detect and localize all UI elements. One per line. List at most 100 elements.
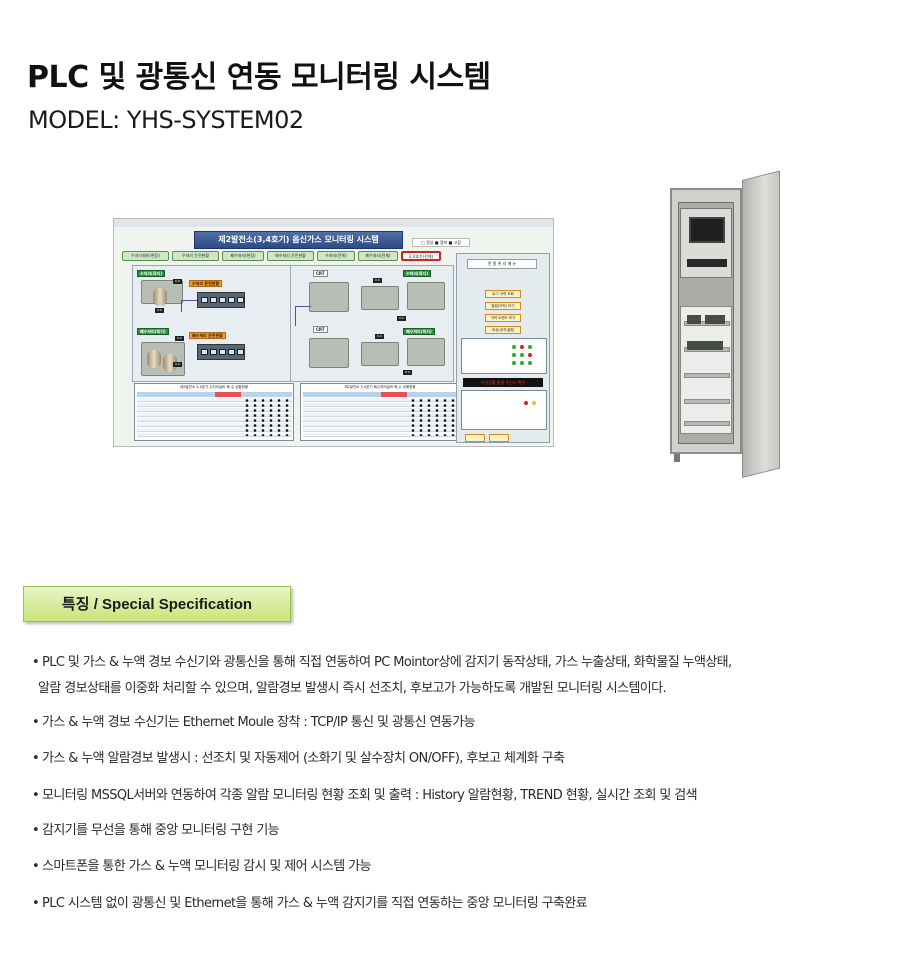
sensor-label: 0.0 [373, 278, 382, 283]
plc-module [687, 341, 723, 350]
spec-item: •PLC 및 가스 & 누액 경보 수신기와 광통신을 통해 직접 연동하여 P… [32, 652, 732, 674]
side-menu: 전 원 관 리 메 뉴 로그 이력 조회 알람(이력) 보기 이력 트렌드 보기… [456, 253, 550, 443]
din-rail [684, 421, 730, 426]
spec-item-text: 알람 경보상태를 이중화 처리할 수 있으며, 알람경보 발생시 즉시 선조치,… [38, 681, 667, 696]
spec-item-continuation: 알람 경보상태를 이중화 처리할 수 있으며, 알람경보 발생시 즉시 선조치,… [38, 678, 667, 700]
water-status-table: 제2발전소 3,4호기 수처리설비 육,수 상황현황 [134, 383, 294, 441]
sensor-label: 0.0 [173, 362, 182, 367]
status-led [520, 361, 524, 365]
equipment [361, 342, 399, 366]
spec-item: •스마트폰을 통한 가스 & 누액 모니터링 감시 및 제어 시스템 가능 [32, 856, 371, 878]
status-legend: □ 정상 ■ 경보 ■ 고장 [412, 238, 470, 247]
cabinet-door [742, 170, 780, 478]
server-cabinet-image [664, 170, 781, 480]
status-summary-box [461, 338, 547, 374]
tab-waste-field[interactable]: 폐수처리(현장) [222, 251, 264, 261]
alarm-history-button[interactable]: 알람(이력) 보기 [485, 302, 521, 310]
table-row [137, 403, 292, 407]
table-header-alarm [215, 392, 241, 397]
bullet-icon: • [32, 823, 40, 838]
table-row [303, 413, 458, 417]
diagram-tag: 폐수처리(육지) [403, 328, 435, 335]
status-led [532, 401, 536, 405]
tab-waste-all[interactable]: 폐수처리(전체) [358, 251, 398, 261]
monitoring-screenshot: 제2발전소(3,4호기) 옵신가스 모니터링 시스템 □ 정상 ■ 경보 ■ 고… [113, 218, 554, 447]
gas-detector-display [197, 292, 245, 308]
tab-water-all[interactable]: 수처리(전체) [317, 251, 355, 261]
equipment [407, 338, 445, 366]
table-row [137, 433, 292, 437]
status-led [520, 345, 524, 349]
table-row [137, 418, 292, 422]
table-header-alarm [381, 392, 407, 397]
plc-module [687, 315, 701, 324]
spec-item-text: 가스 & 누액 알람경보 발생시 : 선조치 및 자동제어 (소화기 및 살수장… [42, 751, 565, 766]
tab-water-field[interactable]: 수처리설비(현장) [122, 251, 169, 261]
table-row [303, 408, 458, 412]
tab-unit-3-4-all[interactable]: 3,4호기(전체) [401, 251, 441, 261]
bullet-icon: • [32, 896, 40, 911]
monitor [689, 217, 725, 243]
sensor-label: 0.0 [397, 316, 406, 321]
diagram-tag: 수처리(육지) [403, 270, 432, 277]
table-row [137, 398, 292, 402]
notice-button[interactable]: 비상(공지)알림 [485, 326, 521, 334]
sensor-label: 0.0 [173, 279, 182, 284]
spec-item: •PLC 시스템 없이 광통신 및 Ethernet을 통해 가스 & 누액 감… [32, 893, 588, 915]
keyboard [687, 259, 727, 267]
table-row [303, 403, 458, 407]
spec-item-text: 모니터링 MSSQL서버와 연동하여 각종 알람 모니터링 현황 조회 및 출력… [42, 788, 698, 803]
bullet-icon: • [32, 859, 40, 874]
status-led [512, 361, 516, 365]
model-number: MODEL: YHS-SYSTEM02 [28, 106, 304, 134]
diagram-tag: 폐수처리(육지) [137, 328, 169, 335]
tank [147, 350, 161, 368]
side-menu-title: 전 원 관 리 메 뉴 [467, 259, 537, 269]
spec-item: •모니터링 MSSQL서버와 연동하여 각종 알람 모니터링 현황 조회 및 출… [32, 785, 698, 807]
control-cabinet [309, 282, 349, 312]
spec-item-text: 감지기를 무선을 통해 중앙 모니터링 구현 기능 [42, 823, 280, 838]
diagram-tag: CRT [313, 326, 328, 333]
plc-panel [680, 306, 732, 434]
sensor-label: 0.0 [403, 370, 412, 375]
cabinet-foot [674, 454, 680, 462]
tab-water-status[interactable]: 수처리 운전현황 [172, 251, 219, 261]
page-title: PLC 및 광통신 연동 모니터링 시스템 [27, 60, 491, 95]
table-row [137, 428, 292, 432]
table-row [137, 423, 292, 427]
status-dots [409, 398, 457, 436]
trend-button[interactable]: 이력 트렌드 보기 [485, 314, 521, 322]
water-treatment-diagram: 수처리(육지) 수처리 운전현황 0.0 0.0 폐수처리 운전현황 폐수처리(… [132, 265, 297, 382]
bullet-icon: • [32, 788, 40, 803]
spec-item-text: PLC 시스템 없이 광통신 및 Ethernet을 통해 가스 & 누액 감지… [42, 896, 588, 911]
sensor-label: 0.0 [155, 308, 164, 313]
diagram-tag: 폐수처리 운전현황 [189, 332, 226, 339]
tank [153, 288, 167, 306]
table-caption: 제2발전소 3,4호기 폐수처리설비 육,수 상황현황 [344, 385, 416, 389]
spec-item-text: 가스 & 누액 경보 수신기는 Ethernet Moule 장착 : TCP/… [42, 715, 476, 730]
reset-button[interactable] [489, 434, 509, 442]
status-led [528, 345, 532, 349]
status-led [512, 353, 516, 357]
sensor-label: 0.0 [175, 336, 184, 341]
sensor-label: 0.0 [375, 334, 384, 339]
equipment [407, 282, 445, 310]
log-history-button[interactable]: 로그 이력 조회 [485, 290, 521, 298]
tank [163, 354, 177, 372]
window-titlebar [114, 219, 553, 227]
gas-detector-display [197, 344, 245, 360]
screen-banner: 제2발전소(3,4호기) 옵신가스 모니터링 시스템 [194, 231, 403, 249]
pipe [181, 300, 197, 312]
equipment [361, 286, 399, 310]
diagram-tag: 수처리 운전현황 [189, 280, 223, 287]
table-row [303, 418, 458, 422]
table-caption: 제2발전소 3,4호기 수처리설비 육,수 상황현황 [179, 385, 249, 389]
alarm-list-box [461, 390, 547, 430]
plc-module [705, 315, 725, 324]
confirm-button[interactable] [465, 434, 485, 442]
table-row [303, 423, 458, 427]
tab-waste-status[interactable]: 폐수처리 운전현황 [267, 251, 314, 261]
table-row [303, 398, 458, 402]
status-dots [243, 398, 291, 436]
table-row [303, 433, 458, 437]
